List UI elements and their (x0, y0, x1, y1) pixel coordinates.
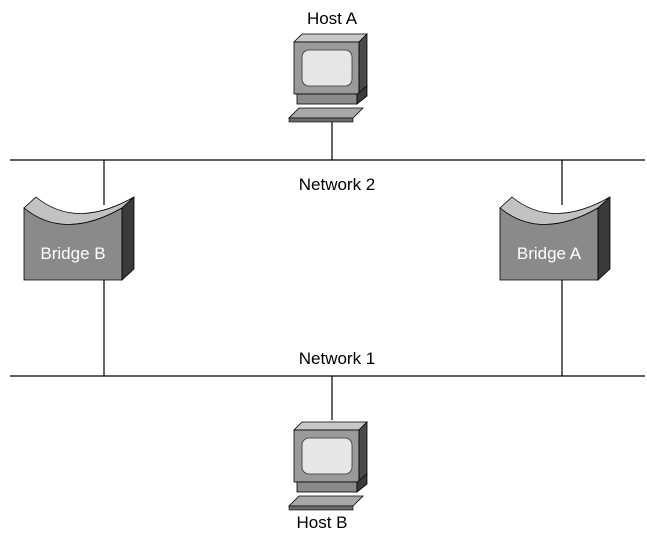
bridge-a-label: Bridge A (517, 244, 582, 263)
network-1-label: Network 1 (299, 349, 376, 368)
bridge-icon (23, 196, 135, 281)
host-b-label: Host B (296, 513, 347, 532)
network-2-label: Network 2 (299, 175, 376, 194)
host-b (288, 421, 368, 511)
workstation-icon (288, 33, 368, 123)
bridge-b-label: Bridge B (40, 244, 105, 263)
host-a-label: Host A (307, 9, 358, 28)
workstation-icon (288, 421, 368, 511)
bridge-icon (499, 196, 611, 281)
bridge-a (499, 196, 611, 281)
host-a (288, 33, 368, 123)
bridge-b (23, 196, 135, 281)
